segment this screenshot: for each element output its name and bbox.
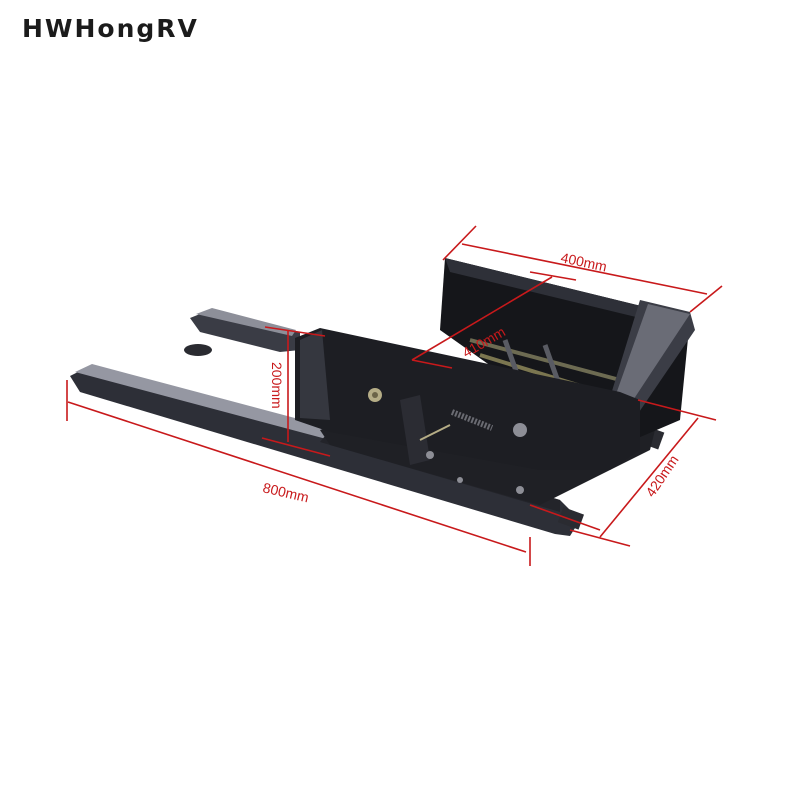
dim-label-420: 420mm <box>642 452 681 500</box>
rear-rail <box>184 308 300 356</box>
brand-logo: HWHongRV <box>22 14 199 43</box>
dim-label-200: 200mm <box>269 362 285 409</box>
dimension-lines <box>66 225 723 566</box>
front-plate <box>295 328 640 494</box>
dim-label-800: 800mm <box>261 479 310 505</box>
dim-label-400: 400mm <box>559 249 608 274</box>
